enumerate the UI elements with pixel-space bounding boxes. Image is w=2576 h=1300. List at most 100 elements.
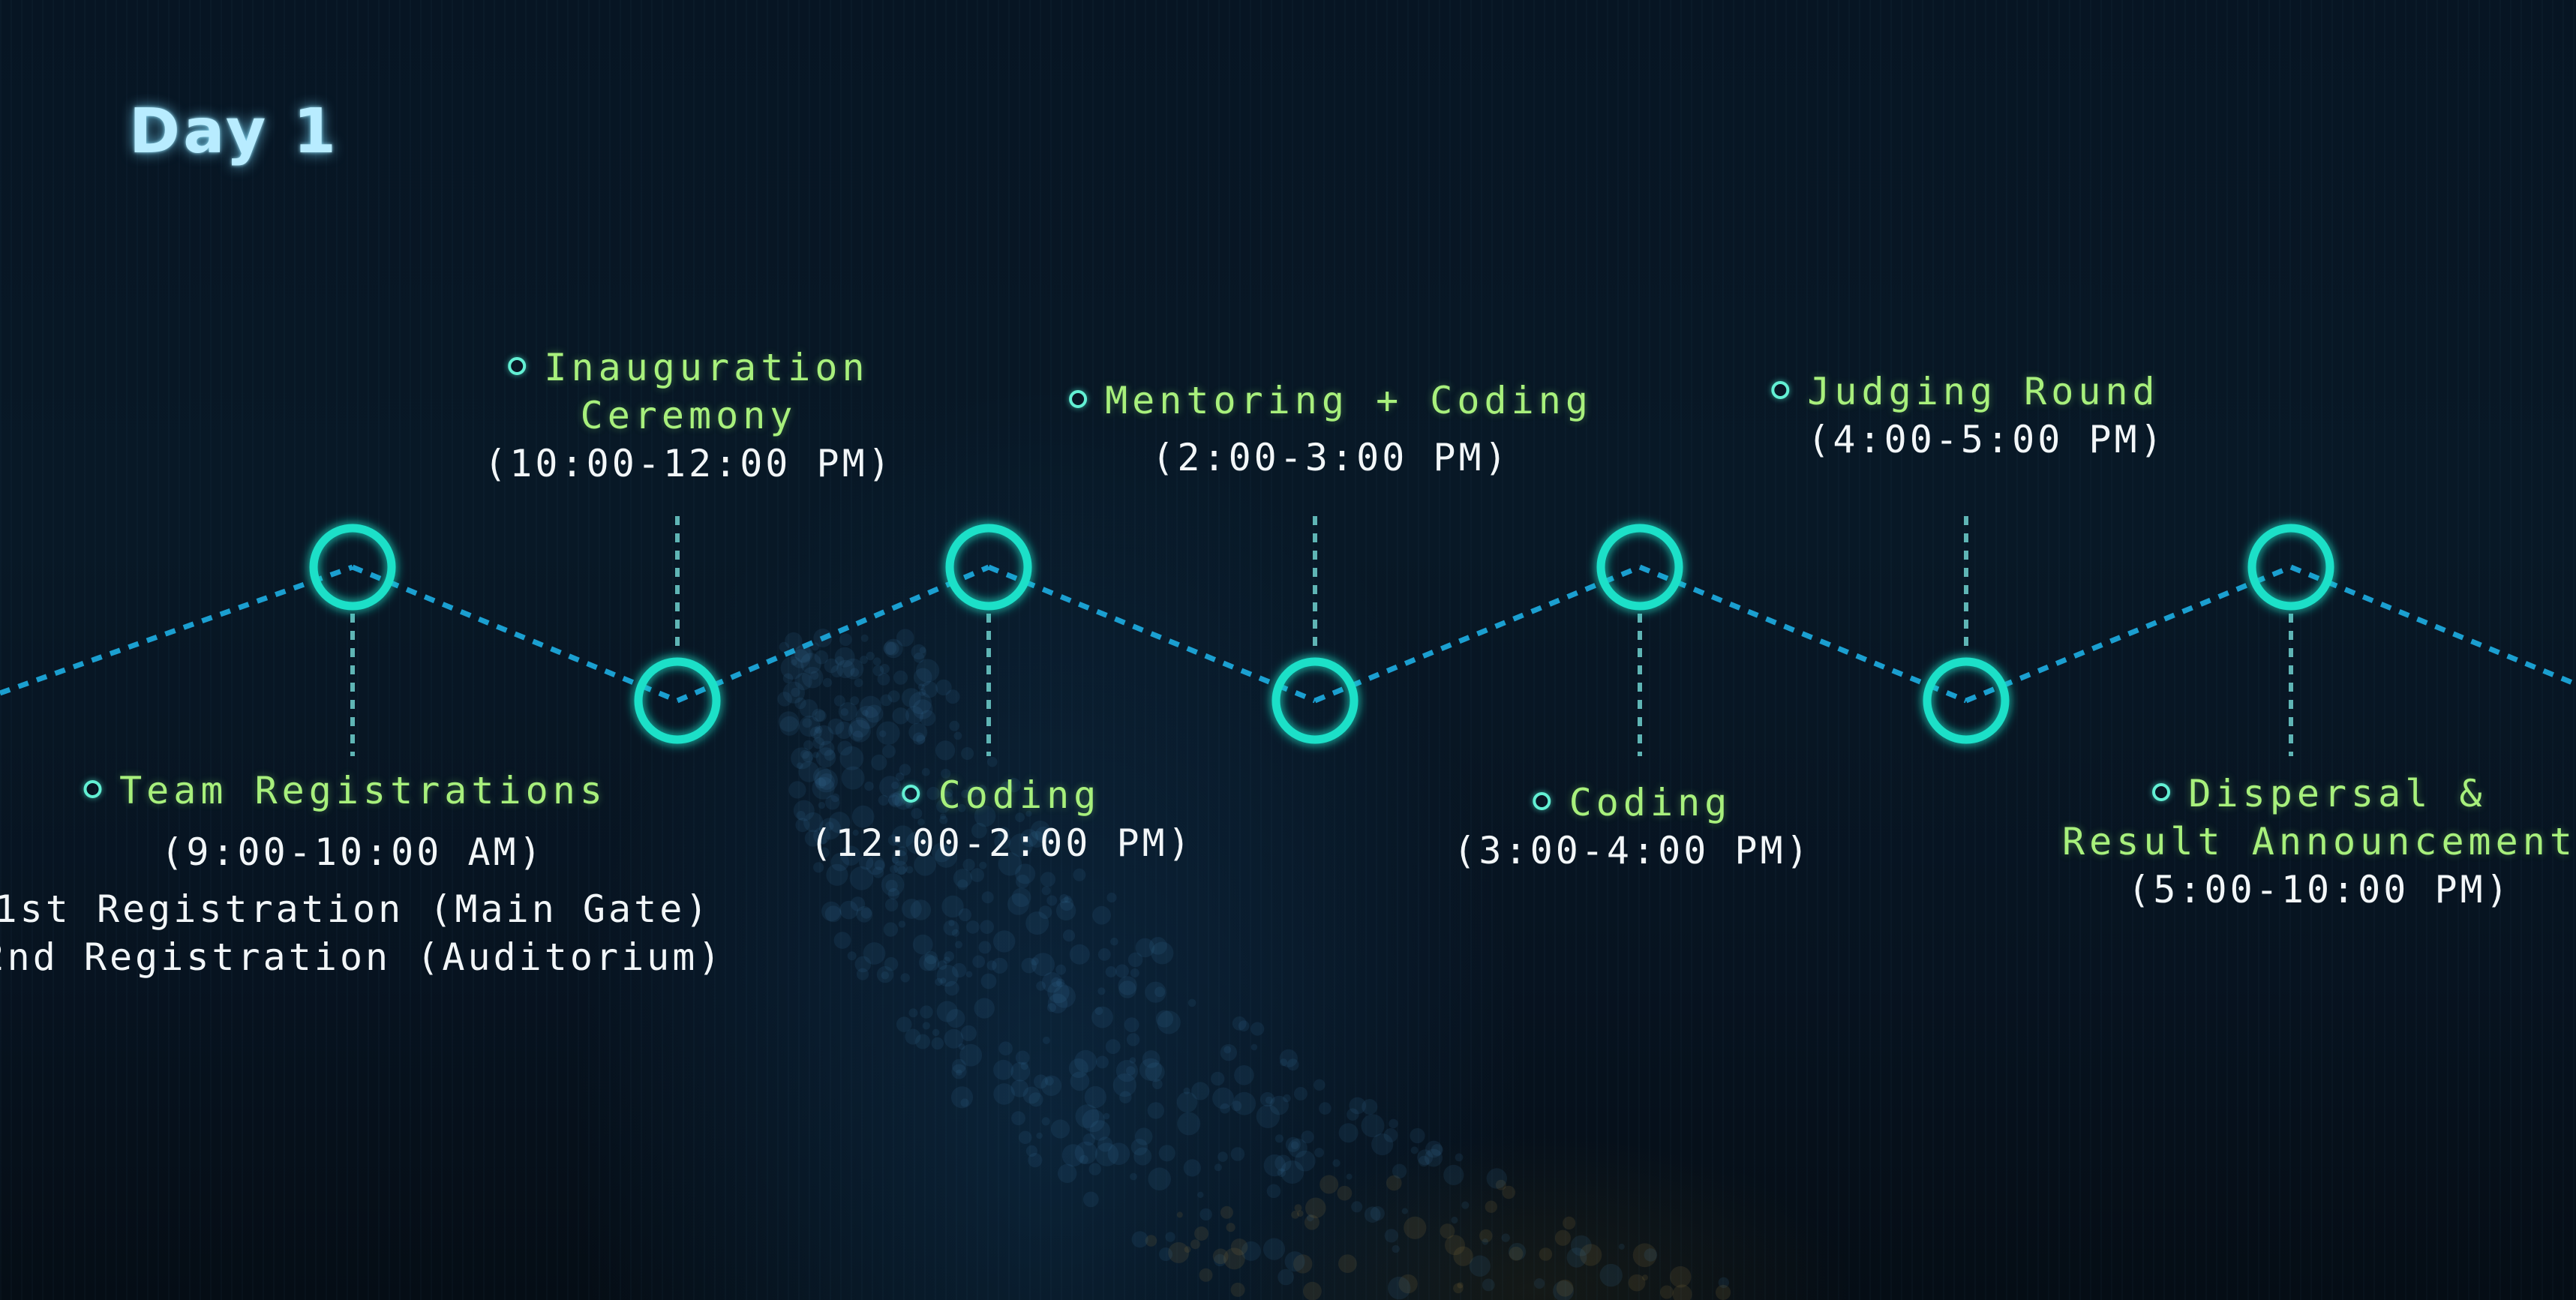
particle-dot	[1020, 1061, 1029, 1070]
particle-dot	[941, 895, 964, 918]
particle-dot	[1232, 1016, 1247, 1031]
timeline-node-7	[2247, 524, 2334, 611]
particle-dot	[891, 849, 908, 866]
event-title-row: Dispersal &	[2062, 770, 2576, 818]
timeline-node-5	[1596, 524, 1683, 611]
particle-dot	[1068, 1058, 1088, 1078]
particle-dot	[1050, 1119, 1070, 1139]
particle-dot	[1046, 895, 1058, 906]
bullet-circle-icon	[1069, 389, 1088, 408]
particle-dot	[1010, 1079, 1029, 1097]
particle-dot	[971, 822, 987, 839]
particle-dot	[1000, 781, 1013, 794]
particle-dot	[885, 879, 898, 892]
particle-dot	[824, 905, 842, 923]
particle-dot	[921, 681, 938, 698]
particle-dot	[980, 920, 994, 934]
particle-dot	[1304, 1214, 1320, 1230]
particle-dot	[1047, 993, 1068, 1013]
particle-dot	[849, 866, 874, 890]
particle-dot	[1079, 1154, 1088, 1164]
connector-line	[351, 564, 679, 704]
particle-dot	[1284, 1251, 1305, 1272]
particle-dot	[1579, 1244, 1602, 1266]
particle-dot	[1142, 1050, 1160, 1068]
particle-dot	[951, 1064, 967, 1079]
particle-dot	[1082, 1191, 1099, 1208]
particle-dot	[1451, 1216, 1458, 1224]
bullet-circle-icon	[2152, 782, 2171, 801]
event-time: (12:00-2:00 PM)	[809, 821, 1193, 865]
particle-dot	[785, 632, 803, 650]
particle-dot	[1223, 1247, 1245, 1270]
particle-dot	[1041, 972, 1063, 993]
particle-dot	[1148, 1167, 1171, 1190]
particle-dot	[891, 781, 899, 790]
particle-dot	[941, 768, 951, 779]
particle-dot	[921, 767, 930, 776]
particle-dot	[1148, 937, 1167, 955]
particle-dot	[1410, 1127, 1425, 1144]
particle-dot	[1021, 957, 1037, 974]
particle-dot	[881, 971, 890, 980]
particle-dot	[796, 762, 803, 769]
particle-dot	[1145, 981, 1166, 1003]
particle-dot	[1018, 1130, 1032, 1145]
particle-dot	[777, 692, 792, 707]
particle-dot	[956, 1069, 962, 1076]
particle-dot	[825, 795, 840, 810]
particle-dot	[802, 718, 812, 728]
particle-dot	[835, 656, 845, 666]
particle-dot	[814, 650, 829, 665]
particle-dot	[824, 749, 836, 761]
particle-dot	[1183, 1159, 1201, 1177]
particle-dot	[1088, 1163, 1101, 1175]
particle-dot	[1337, 1185, 1353, 1201]
particle-dot	[803, 740, 813, 750]
particle-dot	[1716, 1284, 1731, 1300]
particle-dot	[1025, 810, 1032, 817]
particle-dot	[1283, 1094, 1291, 1103]
particle-dot	[815, 710, 827, 722]
particle-dot	[1401, 1208, 1408, 1214]
particle-dot	[935, 740, 956, 761]
particle-dot	[936, 1001, 958, 1022]
timeline-node-1	[309, 524, 396, 611]
event-title-row: Coding	[809, 771, 1193, 819]
particle-dot	[1534, 1278, 1545, 1289]
particle-dot	[1009, 833, 1033, 857]
particle-dot	[898, 920, 906, 928]
particle-dot	[1126, 1033, 1140, 1046]
particle-dot	[1015, 1050, 1030, 1065]
particle-dot	[1383, 1128, 1398, 1142]
particle-dot	[1126, 1066, 1136, 1076]
particle-dot	[961, 747, 974, 760]
particle-dot	[1314, 1079, 1326, 1091]
particle-dot	[1226, 1223, 1235, 1232]
particle-dot	[1031, 953, 1055, 977]
timeline-node-3	[945, 524, 1032, 611]
particle-dot	[1361, 1114, 1385, 1138]
particle-dot	[1124, 1017, 1139, 1032]
particle-dot	[1599, 1263, 1623, 1287]
particle-dot	[833, 695, 845, 707]
particle-dot	[1502, 1185, 1515, 1199]
particle-dot	[1485, 1200, 1498, 1213]
particle-dot	[841, 766, 865, 790]
particle-dot	[1263, 1154, 1286, 1177]
particle-dot	[939, 815, 948, 824]
connector-line	[1314, 564, 1641, 704]
particle-dot	[1445, 1235, 1465, 1256]
particle-dot	[1230, 1238, 1248, 1256]
particle-dot	[1371, 1133, 1394, 1156]
particle-dot	[979, 861, 987, 869]
particle-dot	[882, 744, 896, 758]
particle-dot	[972, 955, 986, 968]
particle-dot	[1127, 952, 1143, 968]
particle-dot	[940, 977, 947, 984]
event-detail: 1st Registration (Main Gate)	[0, 887, 711, 931]
particle-dot	[794, 645, 812, 662]
particle-dot	[826, 863, 848, 886]
particle-dot	[895, 772, 905, 782]
